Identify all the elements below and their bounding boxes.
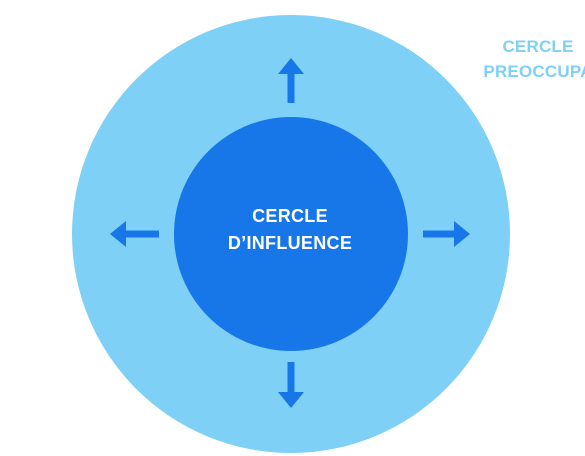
outer-circle-label: CERCLE PREOCCUPA <box>468 34 585 84</box>
inner-circle-influence <box>174 117 408 351</box>
inner-circle-label-line1: CERCLE <box>252 206 328 226</box>
arrow-right-icon <box>423 221 470 247</box>
arrow-left-icon <box>110 221 159 247</box>
arrow-up-icon <box>278 58 304 103</box>
outer-circle-label-line2: PREOCCUPA <box>483 62 585 81</box>
outer-circle-label-line1: CERCLE <box>502 37 574 56</box>
arrow-down-icon <box>278 362 304 408</box>
inner-circle-label-line2: D’INFLUENCE <box>227 233 353 253</box>
inner-circle-label: CERCLE D’INFLUENCE <box>190 203 390 257</box>
